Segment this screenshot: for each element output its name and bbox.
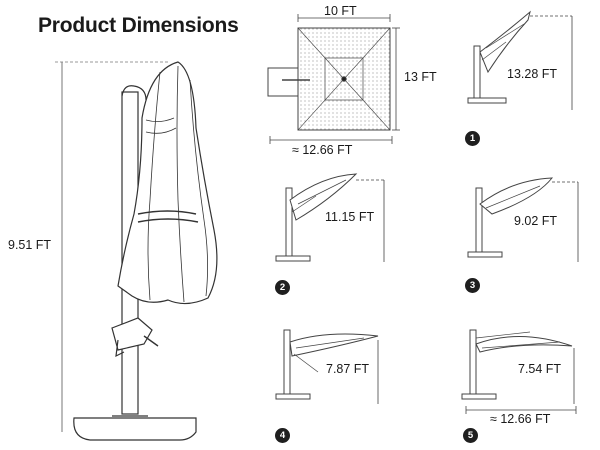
position-2-badge: 2: [275, 280, 290, 295]
position-1-badge: 1: [465, 131, 480, 146]
position-4-illustration: [275, 329, 379, 404]
position-2-height-label: 11.15 FT: [325, 210, 375, 224]
position-3-badge: 3: [465, 278, 480, 293]
position-4-height-label: 7.87 FT: [326, 362, 370, 376]
top-view-depth-label: 13 FT: [404, 70, 437, 84]
main-base: [73, 415, 197, 441]
position-5-illustration: [461, 329, 577, 414]
top-view-illustration: [267, 14, 400, 144]
top-view-diagonal-label: ≈ 12.66 FT: [292, 143, 353, 157]
main-pole-cap: [121, 85, 147, 101]
crank-handle: [143, 335, 159, 347]
position-5-span-label: ≈ 12.66 FT: [490, 412, 551, 426]
position-2-illustration: [275, 173, 385, 262]
position-3-height-label: 9.02 FT: [514, 214, 558, 228]
top-view-width-label: 10 FT: [324, 4, 357, 18]
crank-housing: [111, 317, 153, 351]
position-4-badge: 4: [275, 428, 290, 443]
position-5-height-label: 7.54 FT: [518, 362, 562, 376]
position-3-illustration: [467, 177, 579, 262]
closed-umbrella-illustration: [55, 61, 218, 441]
main-canopy-bundle: [117, 61, 218, 305]
position-1-height-label: 13.28 FT: [507, 67, 558, 81]
page-title: Product Dimensions: [38, 14, 239, 37]
top-view-base: [267, 67, 299, 97]
position-1-illustration: [467, 10, 573, 110]
position-5-badge: 5: [463, 428, 478, 443]
main-height-label: 9.51 FT: [8, 238, 52, 252]
